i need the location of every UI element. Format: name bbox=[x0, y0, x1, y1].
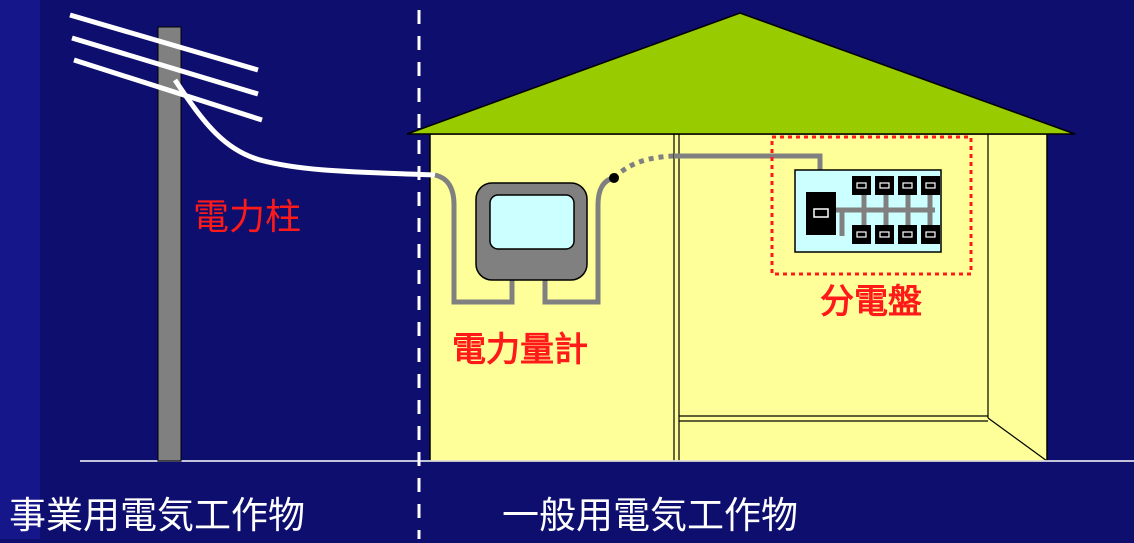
panel-highlight bbox=[770, 135, 973, 276]
concealed-wire bbox=[612, 153, 675, 180]
meter-label: 電力量計 bbox=[452, 330, 588, 370]
meter-input-wire bbox=[434, 172, 515, 305]
service-drop-wire bbox=[172, 78, 436, 178]
distribution-panel bbox=[770, 135, 973, 276]
left-band bbox=[0, 0, 40, 539]
house-roof bbox=[406, 12, 1076, 135]
meter-icon bbox=[475, 182, 588, 281]
right-category-label: 一般用電気工作物 bbox=[502, 494, 798, 537]
utility-pole bbox=[157, 26, 182, 462]
utility-pole-label: 電力柱 bbox=[193, 197, 302, 238]
branch-breakers bbox=[852, 176, 940, 244]
left-category-label: 事業用電気工作物 bbox=[9, 494, 305, 537]
main-breaker bbox=[806, 192, 836, 235]
overhead-wires bbox=[69, 12, 263, 123]
panel-label: 分電盤 bbox=[820, 282, 922, 322]
junction-dot bbox=[609, 173, 619, 183]
